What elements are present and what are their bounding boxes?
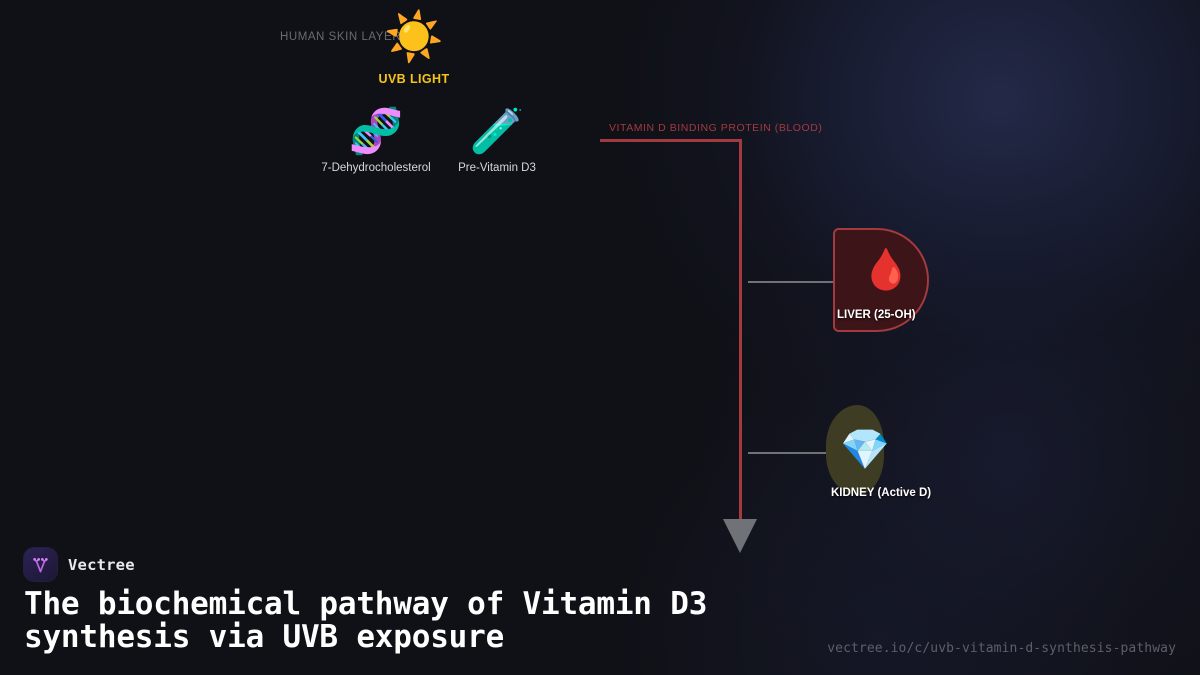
test-tube-icon: 🧪: [469, 106, 525, 157]
node-label-liver: LIVER (25-OH): [837, 309, 916, 321]
node-label-7-dehydrocholesterol: 7-Dehydrocholesterol: [321, 162, 431, 174]
region-label-vitamin-d-binding-protein: VITAMIN D BINDING PROTEIN (BLOOD): [609, 122, 823, 134]
kidney-shape: [826, 405, 884, 495]
node-label-pre-vitamin-d3: Pre-Vitamin D3: [458, 162, 536, 174]
node-pre-vitamin-d3[interactable]: 🧪 Pre-Vitamin D3: [422, 104, 572, 174]
brand-lockup[interactable]: Vectree: [24, 548, 135, 581]
brand-name: Vectree: [68, 555, 135, 574]
sun-icon: ☀️: [384, 9, 444, 65]
gem-icon: 💎: [840, 427, 890, 473]
dna-icon: 🧬: [348, 106, 404, 157]
blood-drop-icon: 🩸: [861, 247, 911, 293]
edge-connector-liver: [748, 281, 836, 283]
node-label-uvb-light: UVB LIGHT: [378, 72, 450, 86]
liver-shape: [833, 228, 929, 332]
edge-blood-top-horizontal: [600, 139, 742, 142]
footer-url: vectree.io/c/uvb-vitamin-d-synthesis-pat…: [827, 641, 1176, 656]
page-title: The biochemical pathway of Vitamin D3 sy…: [24, 586, 708, 655]
footer: Vectree The biochemical pathway of Vitam…: [0, 540, 1200, 675]
region-label-human-skin-layers: HUMAN SKIN LAYERS: [280, 31, 410, 43]
vectree-logo-icon: [24, 548, 57, 581]
node-label-kidney: KIDNEY (Active D): [831, 487, 932, 499]
edge-connector-kidney: [748, 452, 830, 454]
node-uvb-light[interactable]: ☀️ UVB LIGHT: [339, 8, 489, 86]
edge-blood-vertical-spine: [739, 139, 742, 524]
pathway-end-arrow-icon: [723, 519, 757, 553]
node-7-dehydrocholesterol[interactable]: 🧬 7-Dehydrocholesterol: [301, 104, 451, 174]
